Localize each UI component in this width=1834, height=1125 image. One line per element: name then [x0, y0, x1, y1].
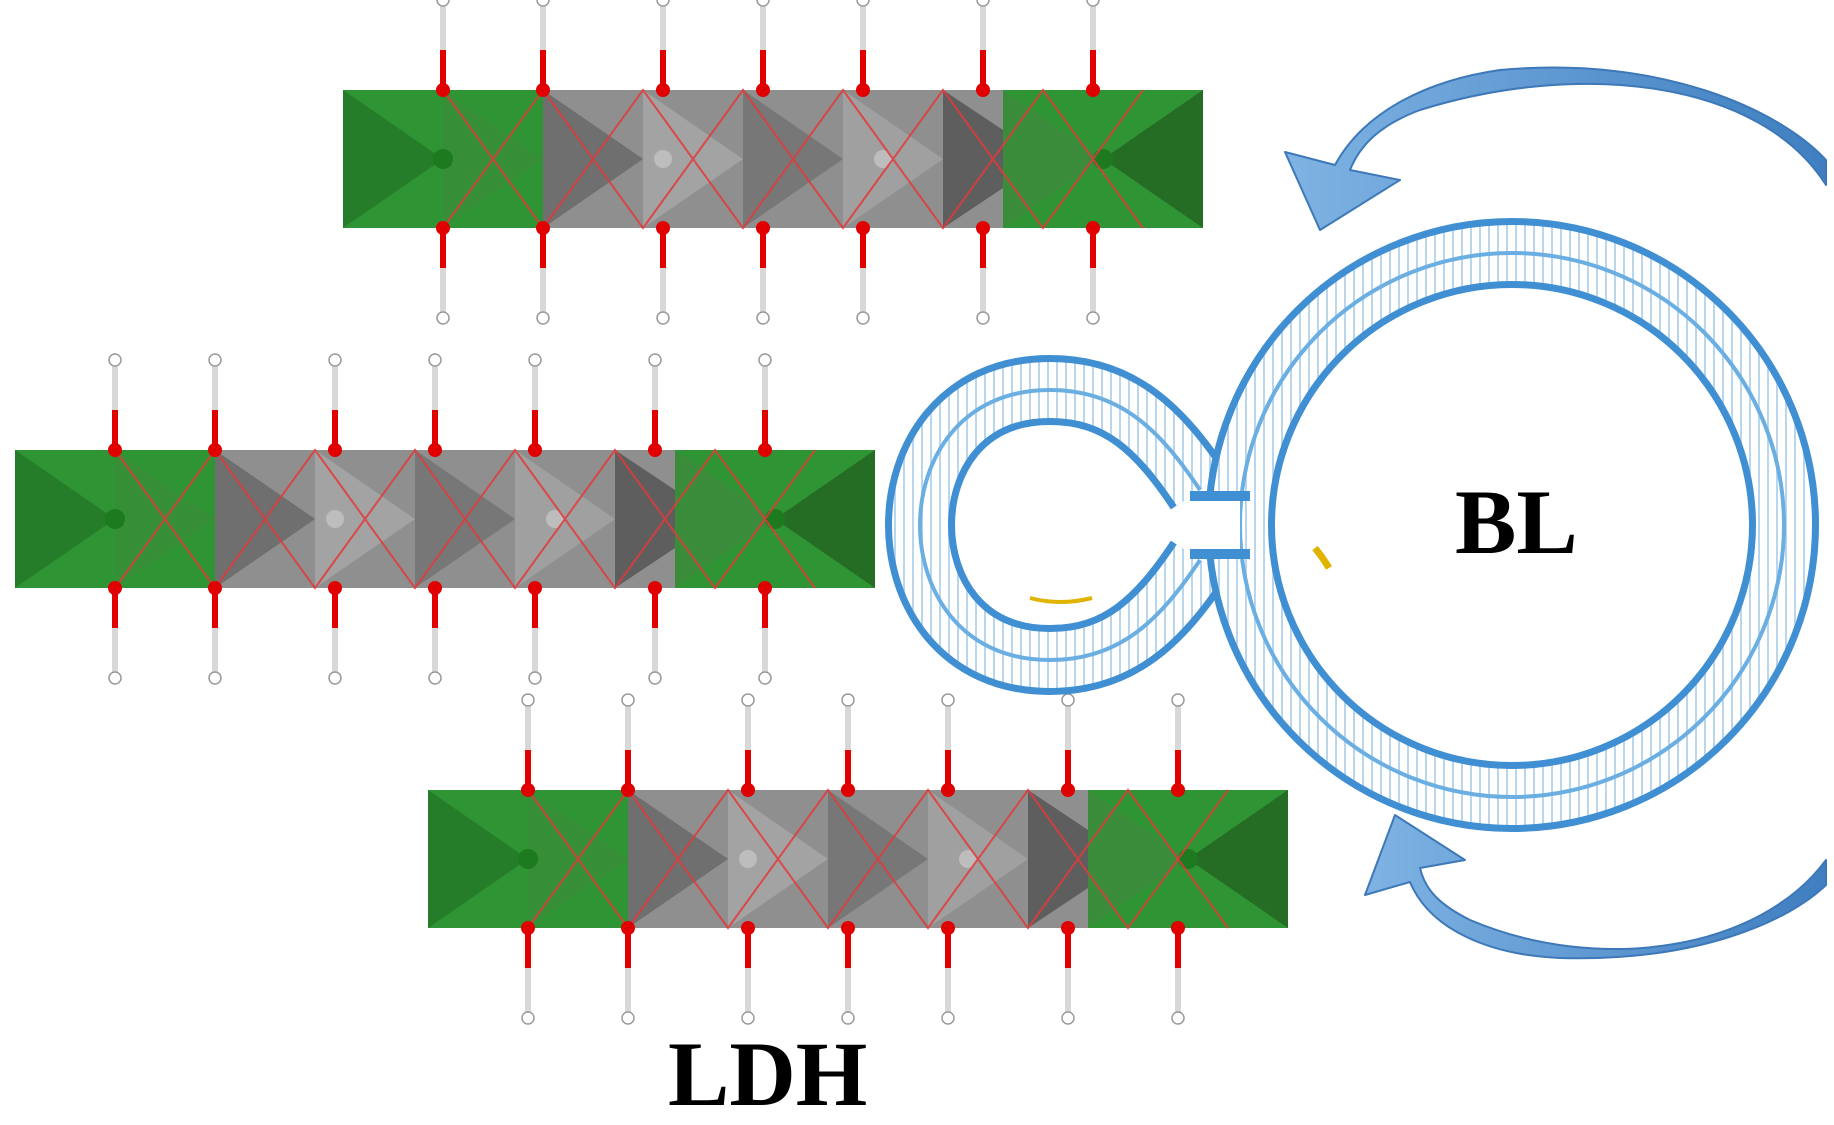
curved-arrow-bottom: [1364, 814, 1827, 960]
ldh-layer-middle: [15, 354, 875, 684]
ldh-layer-top: [343, 0, 1203, 324]
ldh-label: LDH: [668, 1023, 868, 1125]
bl-label: BL: [1455, 471, 1578, 573]
ldh-layer-bottom: [428, 694, 1288, 1024]
curved-arrow-top: [1284, 66, 1827, 231]
bilayer-vesicle-icon: [884, 218, 1819, 832]
